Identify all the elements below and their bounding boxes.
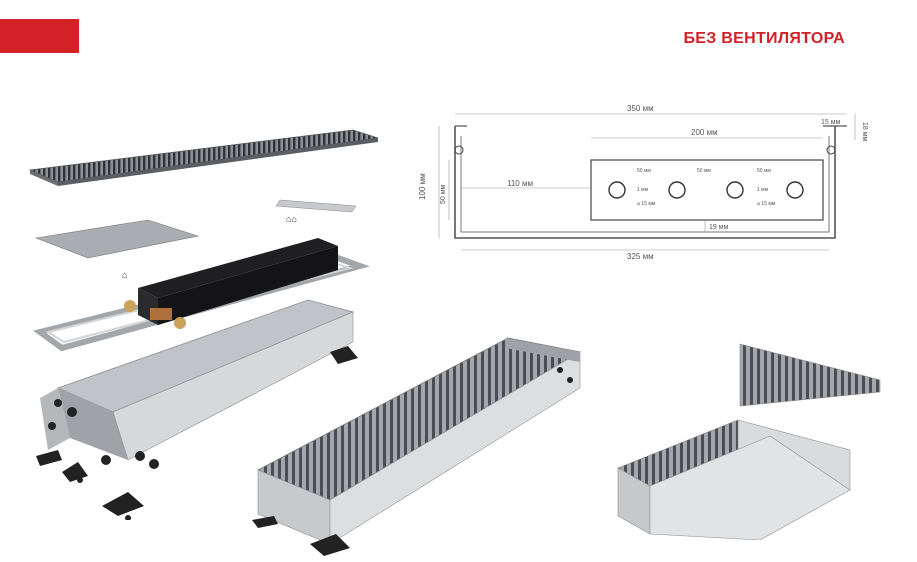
pipe-dim-d15-b: ⌀ 15 мм [757, 201, 776, 207]
end-strip [275, 199, 357, 213]
dim-350: 350 мм [627, 104, 654, 113]
assembled-convector-illustration [252, 337, 582, 556]
page-title: БЕЗ ВЕНТИЛЯТОРА [683, 30, 845, 47]
dim-110: 110 мм [507, 179, 533, 188]
mount-holes [454, 145, 836, 155]
corner-grille-top [739, 343, 881, 407]
corner-body [617, 419, 851, 540]
convector-feet [252, 367, 573, 556]
clip-icon-2: ⌂ [122, 270, 127, 280]
housing-tray [40, 299, 355, 469]
pipe-circles [608, 181, 804, 199]
corner-convector-illustration [617, 343, 881, 540]
pipe-dim-d15-a: ⌀ 15 мм [637, 201, 656, 207]
dim-50v: 50 мм [440, 184, 447, 204]
leveling-feet [36, 346, 358, 520]
dim-325: 325 мм [627, 252, 654, 261]
pipe-dim-50-c: 50 мм [757, 168, 771, 174]
technical-drawing: 350 мм 200 мм 15 мм 18 мм 100 мм 50 мм 1… [418, 104, 868, 261]
convector-body [257, 337, 582, 545]
dim-18: 18 мм [861, 122, 868, 142]
dim-200: 200 мм [691, 128, 718, 137]
pipe-dim-1-a: 1 мм [637, 187, 649, 193]
dim-100: 100 мм [418, 173, 427, 200]
pipe-dim-1-b: 1 мм [757, 187, 769, 193]
top-grille [28, 129, 378, 186]
pipe-dim-50-a: 50 мм [637, 168, 651, 174]
clip-icon: ⌂⌂ [286, 214, 297, 224]
pipe-dim-50-b: 50 мм [697, 168, 711, 174]
exploded-view-illustration: ⌂⌂ ⌂ [28, 129, 378, 520]
red-accent-tab [0, 19, 79, 53]
cover-sheet [34, 219, 200, 259]
dim-15: 15 мм [821, 119, 841, 126]
dim-19: 19 мм [709, 224, 729, 231]
heat-exchanger [124, 238, 338, 329]
